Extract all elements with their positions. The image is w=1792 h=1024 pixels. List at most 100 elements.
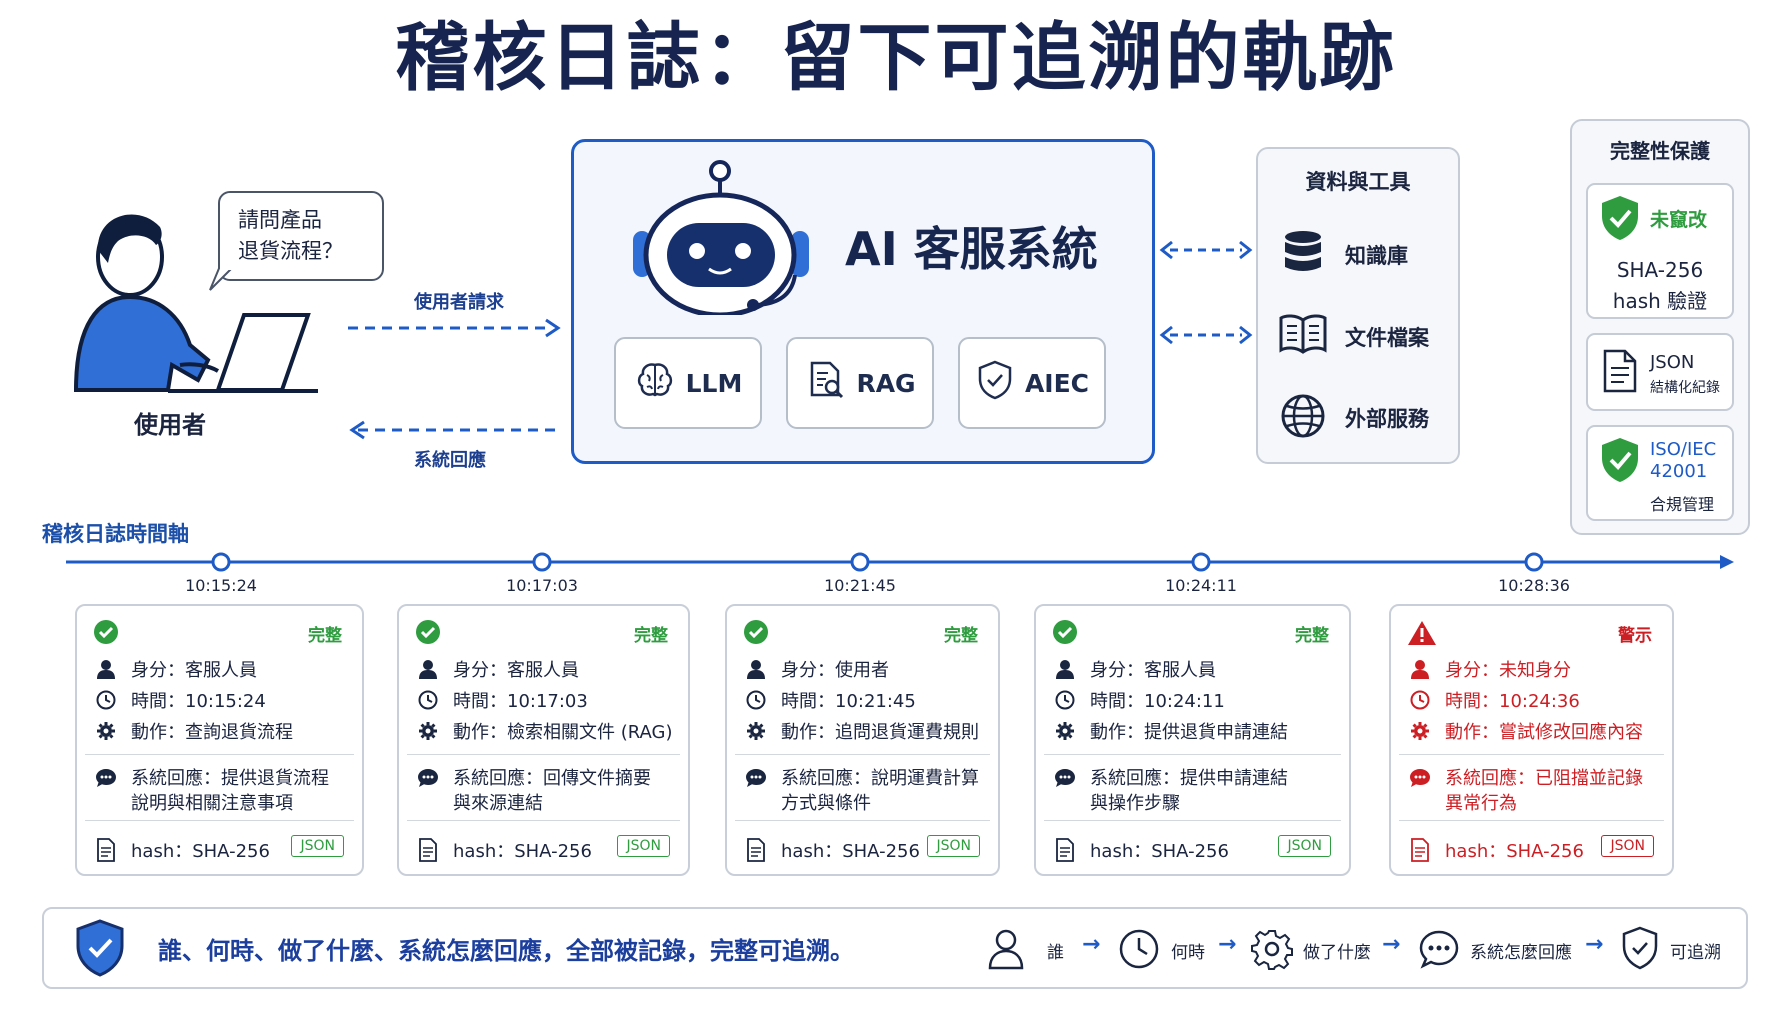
tamper-label: 未竄改 <box>1650 209 1708 231</box>
hash-text: hash：SHA-256 <box>1445 841 1584 862</box>
chat-bubble-icon <box>1409 768 1431 816</box>
request-arrow <box>348 318 561 338</box>
aiec-label: AIEC <box>1024 368 1090 398</box>
gear-icon <box>745 720 767 742</box>
page-title: 稽核日誌：留下可追溯的軌跡 <box>395 15 1397 101</box>
response-line-2: 方式與條件 <box>781 793 871 814</box>
json-badge: JSON <box>617 835 670 857</box>
divider <box>735 820 990 821</box>
person-icon <box>1054 658 1076 680</box>
timeline-time-1: 10:15:24 <box>185 576 257 595</box>
document-icon <box>95 838 117 862</box>
integrity-title: 完整性保護 <box>1610 139 1710 163</box>
clock-icon <box>95 689 117 711</box>
chat-bubble-icon <box>1419 930 1459 969</box>
json-record-box <box>1586 333 1734 411</box>
hash-text: hash：SHA-256 <box>1090 841 1229 862</box>
shield-check-green-icon <box>1602 196 1638 240</box>
chat-bubble-icon <box>745 768 767 816</box>
response-line-2: 異常行為 <box>1445 793 1517 814</box>
divider <box>85 754 354 755</box>
timeline-node <box>211 552 231 572</box>
iso-line-2: 42001 <box>1650 461 1708 482</box>
json-line-1: JSON <box>1650 352 1695 373</box>
divider <box>1044 754 1341 755</box>
llm-label: LLM <box>685 368 743 398</box>
clock-icon <box>745 689 767 711</box>
shield-check-icon-footer <box>76 919 124 977</box>
check-circle-icon <box>93 619 119 649</box>
shield-check-green-icon-2 <box>1602 438 1638 482</box>
chat-bubble-icon <box>95 768 117 816</box>
chain-what: 做了什麼 <box>1303 943 1371 963</box>
document-icon <box>745 838 767 862</box>
clock-icon <box>1054 689 1076 711</box>
database-icon <box>1285 231 1321 271</box>
gear-icon <box>95 720 117 742</box>
footer-banner <box>42 907 1748 989</box>
person-icon <box>988 929 1024 970</box>
tools-arrow-1 <box>1159 240 1253 260</box>
response-line-2: 與操作步驟 <box>1090 793 1180 814</box>
action-text: 動作：嘗試修改回應內容 <box>1445 722 1643 743</box>
document-icon <box>417 838 439 862</box>
divider <box>1044 820 1341 821</box>
action-text: 動作：提供退貨申請連結 <box>1090 722 1288 743</box>
tools-panel <box>1256 147 1460 464</box>
chain-arrow-3: → <box>1382 932 1401 957</box>
timeline-time-2: 10:17:03 <box>506 576 578 595</box>
chain-response: 系統怎麼回應 <box>1470 943 1572 963</box>
ai-system-title: AI 客服系統 <box>845 222 1098 276</box>
status-badge: 完整 <box>308 626 342 646</box>
json-badge: JSON <box>927 835 980 857</box>
identity-text: 身分：客服人員 <box>453 660 579 681</box>
json-line-2: 結構化紀錄 <box>1650 380 1720 396</box>
time-text: 時間：10:24:36 <box>1445 691 1580 712</box>
response-line-2: 與來源連結 <box>453 793 543 814</box>
brain-icon <box>634 359 676 407</box>
status-badge: 完整 <box>634 626 668 646</box>
rag-module: RAG <box>786 337 934 429</box>
person-icon <box>417 658 439 680</box>
response-line-1: 系統回應：回傳文件摘要 <box>453 768 651 789</box>
identity-text: 身分：客服人員 <box>131 660 257 681</box>
rag-label: RAG <box>856 368 916 398</box>
bubble-line-1: 請問產品 <box>238 208 322 232</box>
divider <box>1399 820 1664 821</box>
chain-who: 誰 <box>1047 943 1064 963</box>
json-badge: JSON <box>291 835 344 857</box>
chain-arrow-1: → <box>1082 932 1101 957</box>
tools-arrow-2 <box>1159 325 1253 345</box>
hash-text: hash：SHA-256 <box>131 841 270 862</box>
bubble-tail <box>209 266 234 291</box>
divider <box>85 820 354 821</box>
status-badge: 警示 <box>1618 626 1652 646</box>
person-icon <box>1409 658 1431 680</box>
timeline-node <box>850 552 870 572</box>
status-badge: 完整 <box>1295 626 1329 646</box>
divider <box>407 820 680 821</box>
check-circle-icon <box>415 619 441 649</box>
clock-icon <box>417 689 439 711</box>
robot-icon <box>633 160 809 315</box>
warning-triangle-icon <box>1407 619 1437 651</box>
response-line-1: 系統回應：說明運費計算 <box>781 768 979 789</box>
action-text: 動作：查詢退貨流程 <box>131 722 293 743</box>
chain-arrow-2: → <box>1218 932 1237 957</box>
document-icon <box>1603 349 1637 393</box>
timeline-node <box>1524 552 1544 572</box>
timeline-time-4: 10:24:11 <box>1165 576 1237 595</box>
request-label: 使用者請求 <box>414 292 504 313</box>
time-text: 時間：10:21:45 <box>781 691 916 712</box>
aiec-module: AIEC <box>958 337 1106 429</box>
document-search-icon <box>804 359 846 407</box>
response-arrow <box>349 420 562 440</box>
chain-arrow-4: → <box>1585 932 1604 957</box>
clock-icon <box>1409 689 1431 711</box>
json-badge: JSON <box>1278 835 1331 857</box>
gear-icon <box>1054 720 1076 742</box>
globe-icon <box>1281 394 1325 438</box>
